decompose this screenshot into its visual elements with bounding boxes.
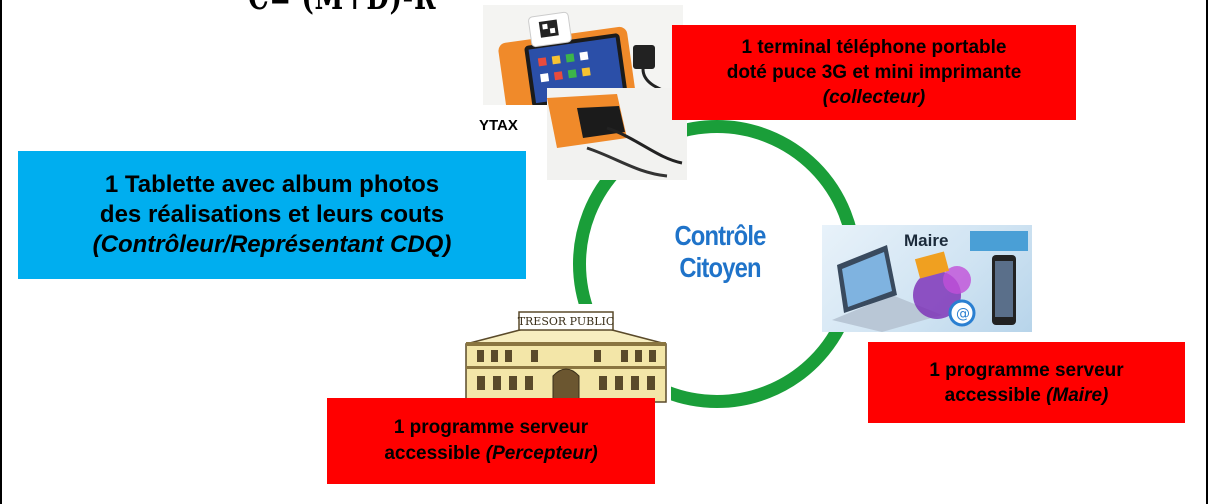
tablette-role: (Contrôleur/Représentant CDQ): [92, 231, 452, 258]
maire-photo-label: Maire: [904, 231, 949, 250]
laptop-icon: @: [832, 245, 1016, 332]
maire-server-photo: @ Maire: [822, 225, 1032, 332]
center-title: Contrôle Citoyen: [644, 220, 797, 284]
terminal-description-box: 1 terminal téléphone portable doté puce …: [672, 25, 1076, 120]
formula-text: C= (M+D)-R: [248, 0, 436, 18]
terminal-device-bottom-photo: [547, 88, 687, 180]
center-title-line2: Citoyen: [679, 252, 761, 283]
tablette-line1: 1 Tablette avec album photos: [104, 171, 440, 198]
tablette-description-box: 1 Tablette avec album photos des réalisa…: [18, 151, 526, 279]
terminal-line1: 1 terminal téléphone portable: [741, 37, 1007, 58]
device-label: YTAX: [479, 117, 518, 134]
maire-line1: 1 programme serveur: [929, 359, 1124, 381]
maire-line2-prefix: accessible: [944, 384, 1041, 406]
maire-role: (Maire): [1046, 384, 1109, 406]
terminal-role: (collecteur): [822, 87, 926, 108]
center-title-line1: Contrôle: [674, 220, 766, 251]
maire-line2: accessible (Maire): [945, 383, 1109, 408]
percepteur-line2: accessible (Percepteur): [384, 441, 597, 467]
maire-photo-badge: [970, 231, 1028, 251]
frame-right-border: [1206, 0, 1208, 504]
frame-left-border: [0, 0, 2, 504]
terminal-line2: doté puce 3G et mini imprimante: [726, 62, 1022, 83]
percepteur-role: (Percepteur): [485, 443, 598, 464]
svg-text:@: @: [956, 306, 970, 322]
maire-description-box: 1 programme serveur accessible (Maire): [868, 342, 1185, 423]
tresor-public-building-icon: TRESOR PUBLIC: [461, 304, 671, 404]
percepteur-line2-prefix: accessible: [384, 443, 481, 464]
tablette-line2: des réalisations et leurs couts: [99, 201, 445, 228]
percepteur-line1: 1 programme serveur: [393, 417, 589, 438]
percepteur-description-box: 1 programme serveur accessible (Percepte…: [327, 398, 655, 484]
tresor-sign-text: TRESOR PUBLIC: [518, 315, 615, 328]
